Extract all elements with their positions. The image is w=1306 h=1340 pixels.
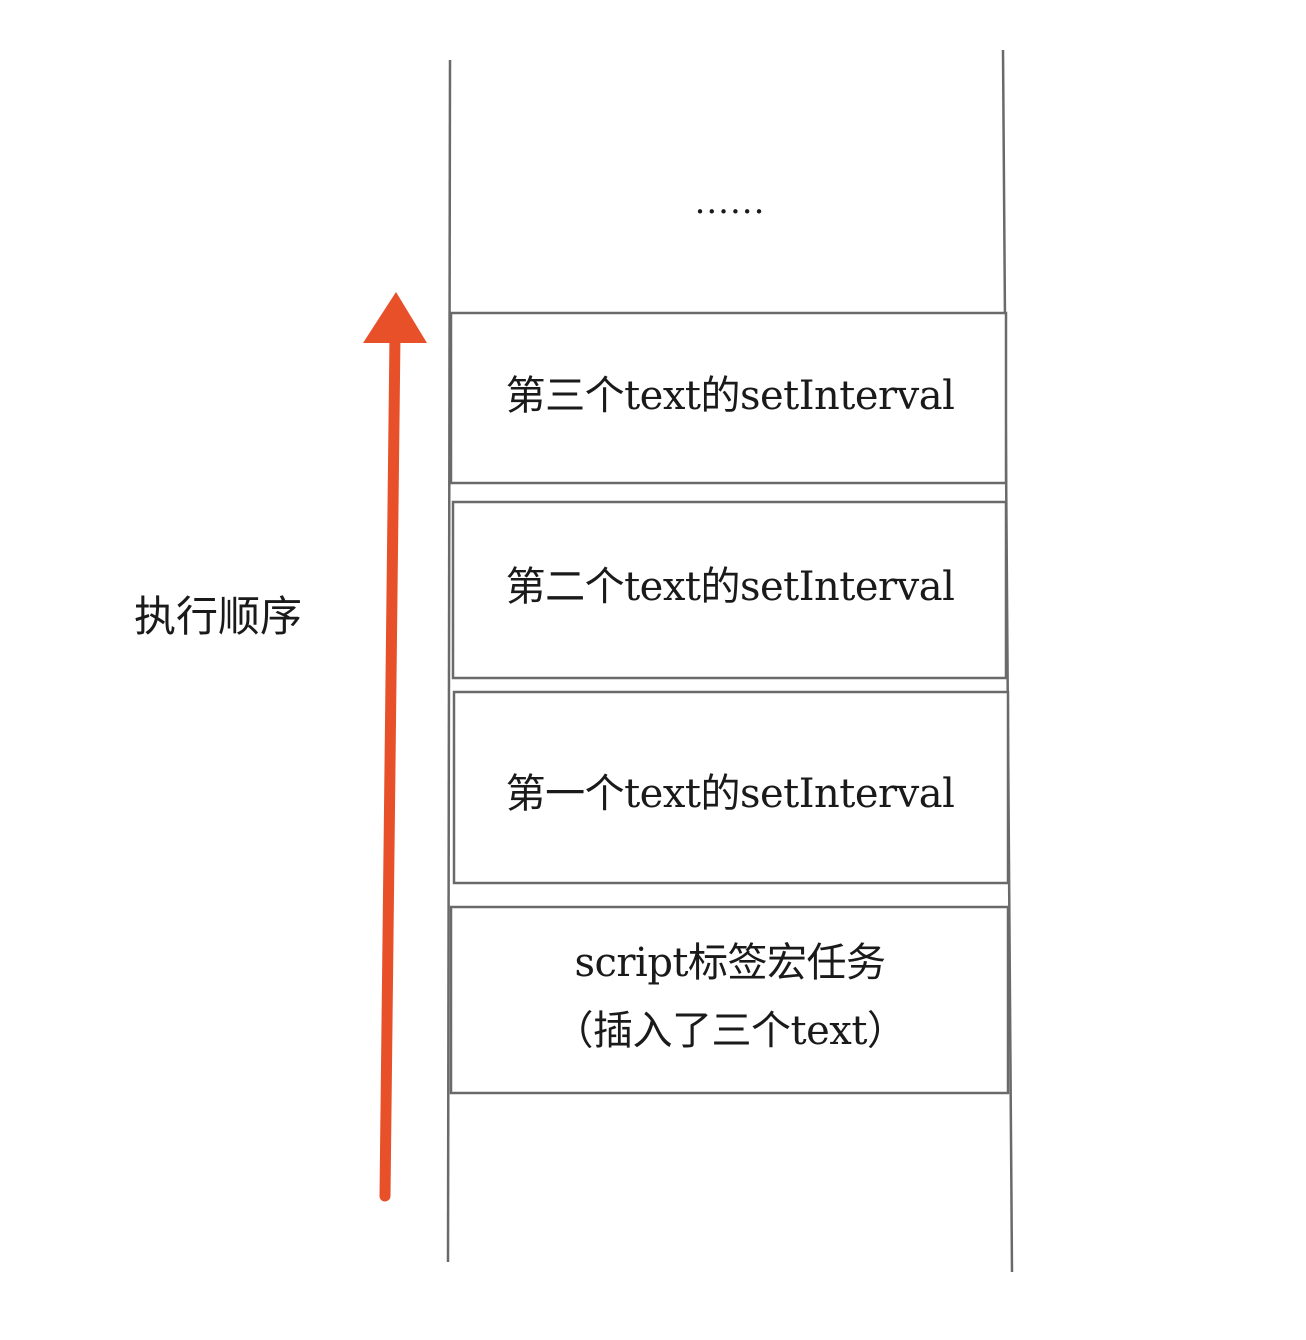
box-second-setinterval xyxy=(451,500,1008,680)
label-third-setinterval: 第三个text的setInterval xyxy=(505,373,955,419)
execution-order-label: 执行顺序 xyxy=(134,592,303,641)
queue-right-wall xyxy=(1001,49,1014,1273)
box-third-setinterval xyxy=(449,311,1008,485)
box-script-macrotask xyxy=(449,905,1010,1095)
label-script-macrotask: script标签宏任务 xyxy=(574,940,886,986)
label-second-setinterval: 第二个text的setInterval xyxy=(505,564,955,610)
label-script-macrotask-note: （插入了三个text） xyxy=(553,1008,907,1054)
execution-order-arrow-shaft xyxy=(379,329,401,1202)
box-first-setinterval xyxy=(452,690,1010,885)
execution-order-arrow-head xyxy=(363,292,427,343)
ellipsis-more-tasks: ...... xyxy=(694,182,766,222)
label-first-setinterval: 第一个text的setInterval xyxy=(505,771,955,817)
queue-left-wall xyxy=(446,59,452,1263)
